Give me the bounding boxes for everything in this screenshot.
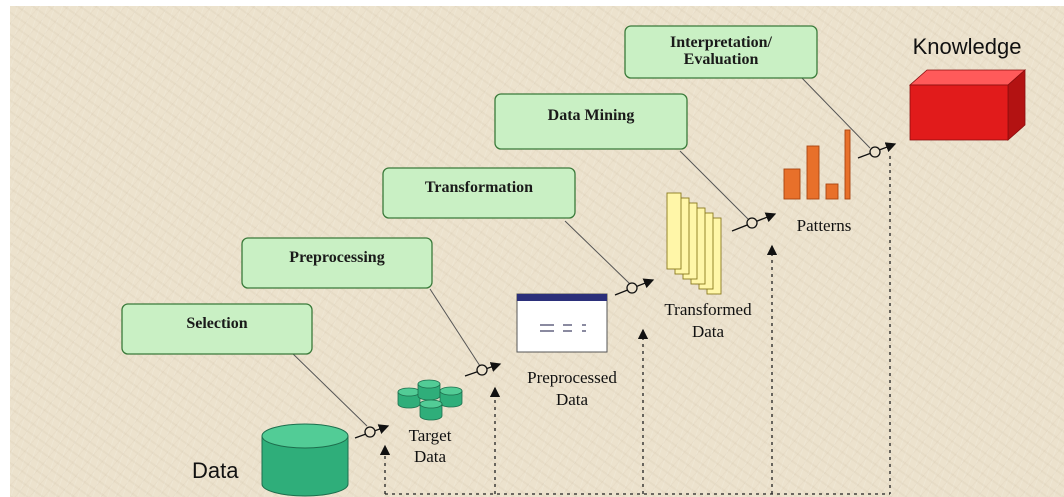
data-label: Data [192,458,239,483]
feedback-lines [379,156,891,495]
step-data-mining: Data Mining [494,93,749,220]
valve-data-mining-icon [746,217,758,229]
step-interpretation: Interpretation/ Evaluation [624,25,871,149]
valve-transformation-icon [626,282,638,294]
selection-label: Selection [186,315,247,332]
target-data-label-line2: Data [414,447,447,466]
transformation-label: Transformation [425,179,533,196]
patterns-bars-icon [783,129,851,200]
knowledge-label: Knowledge [913,34,1022,59]
target-data-label-line1: Target [409,426,452,445]
preprocessed-data-label-line1: Preprocessed [527,368,617,387]
preprocessed-data-label-line2: Data [556,390,589,409]
patterns-label: Patterns [797,216,852,235]
step-transformation: Transformation [382,167,631,285]
diagram-canvas: Selection Preprocessing Transformation D… [121,25,1027,497]
transformed-data-label-line1: Transformed [664,300,752,319]
transformed-data-label-line2: Data [692,322,725,341]
data-cylinder-icon [261,423,349,497]
valve-selection-icon [364,426,376,438]
step-preprocessing: Preprocessing [241,237,481,367]
data-mining-label: Data Mining [548,107,635,124]
process-arrows [354,142,897,439]
knowledge-cube-icon [908,69,1027,141]
target-data-icon [397,379,463,421]
preprocessing-label: Preprocessing [289,249,384,266]
preprocessing-box [241,237,433,289]
kdd-process-diagram: Selection Preprocessing Transformation D… [10,6,1064,497]
selection-box [121,303,313,355]
valve-interpretation-icon [869,146,881,158]
interpretation-label-line2: Evaluation [684,51,759,68]
data-mining-box [494,93,688,150]
valve-preprocessing-icon [476,364,488,376]
interpretation-label-line1: Interpretation/ [670,34,772,51]
interpretation-box [624,25,818,79]
transformation-box [382,167,576,219]
preprocessed-data-window-icon [516,293,608,353]
step-selection: Selection [121,303,368,427]
transformed-data-pages-icon [666,192,722,295]
